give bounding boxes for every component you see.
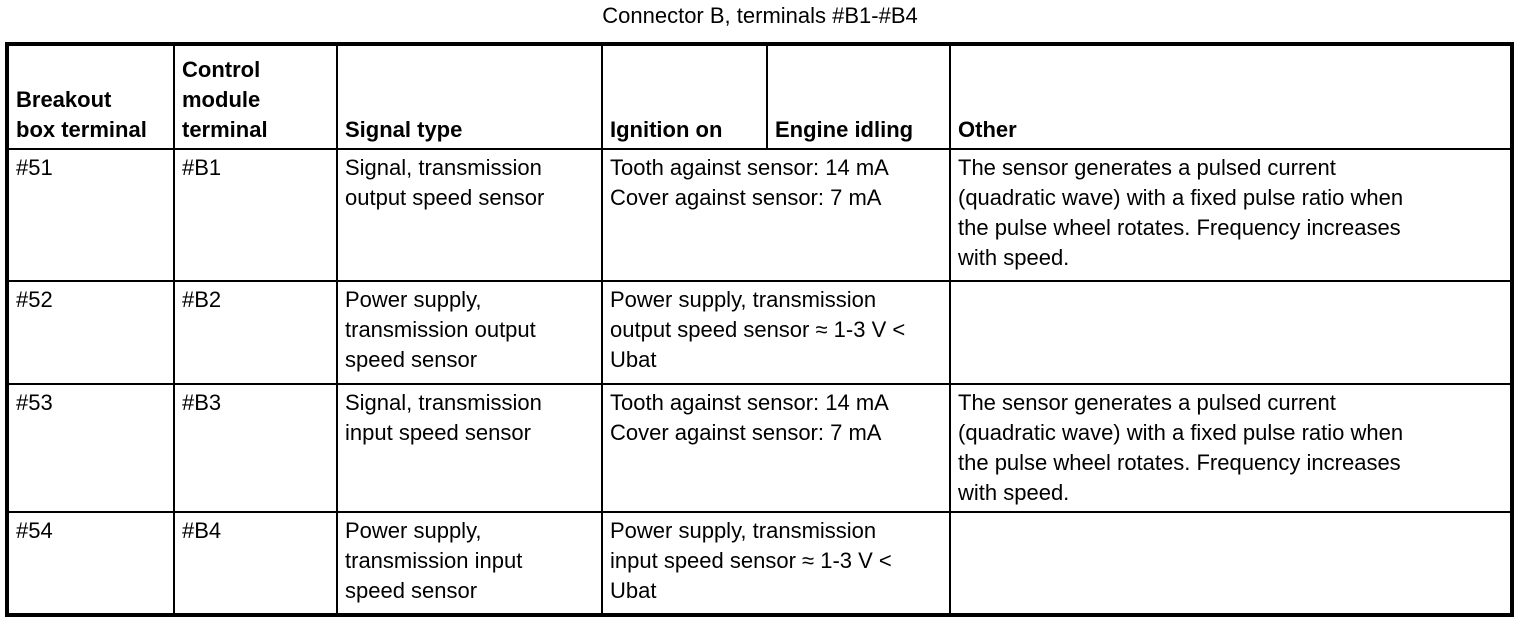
cell-signal-type: Signal, transmission output speed sensor: [336, 148, 603, 282]
table-row-terminal-b3: #53 #B3 Signal, transmission input speed…: [6, 383, 1513, 513]
cell-other: [949, 280, 1513, 385]
cell-signal-type: Power supply, transmission output speed …: [336, 280, 603, 385]
cell-breakout-box-terminal: #51: [6, 148, 175, 282]
cell-control-module-terminal: #B1: [173, 148, 338, 282]
table-row-terminal-b1: #51 #B1 Signal, transmission output spee…: [6, 148, 1513, 282]
cell-breakout-box-terminal: #52: [6, 280, 175, 385]
connector-b-terminals-table: Breakout box terminal Control module ter…: [5, 42, 1514, 617]
header-control-module-terminal: Control module terminal: [173, 43, 338, 150]
page-title: Connector B, terminals #B1-#B4: [602, 3, 918, 28]
header-breakout-box-terminal: Breakout box terminal: [6, 43, 175, 150]
cell-ignition-on-engine-idling: Tooth against sensor: 14 mA Cover agains…: [601, 383, 951, 513]
cell-other: The sensor generates a pulsed current (q…: [949, 148, 1513, 282]
cell-other: The sensor generates a pulsed current (q…: [949, 383, 1513, 513]
cell-ignition-on-engine-idling: Power supply, transmission input speed s…: [601, 511, 951, 616]
cell-signal-type: Power supply, transmission input speed s…: [336, 511, 603, 616]
cell-control-module-terminal: #B2: [173, 280, 338, 385]
table-row-terminal-b2: #52 #B2 Power supply, transmission outpu…: [6, 280, 1513, 385]
cell-control-module-terminal: #B4: [173, 511, 338, 616]
cell-signal-type: Signal, transmission input speed sensor: [336, 383, 603, 513]
table-row-terminal-b4: #54 #B4 Power supply, transmission input…: [6, 511, 1513, 616]
cell-ignition-on-engine-idling: Tooth against sensor: 14 mA Cover agains…: [601, 148, 951, 282]
header-other: Other: [949, 43, 1513, 150]
cell-breakout-box-terminal: #53: [6, 383, 175, 513]
header-ignition-on: Ignition on: [601, 43, 768, 150]
table-header-row: Breakout box terminal Control module ter…: [6, 43, 1513, 150]
header-signal-type: Signal type: [336, 43, 603, 150]
header-engine-idling: Engine idling: [766, 43, 951, 150]
cell-ignition-on-engine-idling: Power supply, transmission output speed …: [601, 280, 951, 385]
cell-control-module-terminal: #B3: [173, 383, 338, 513]
cell-other: [949, 511, 1513, 616]
cell-breakout-box-terminal: #54: [6, 511, 175, 616]
